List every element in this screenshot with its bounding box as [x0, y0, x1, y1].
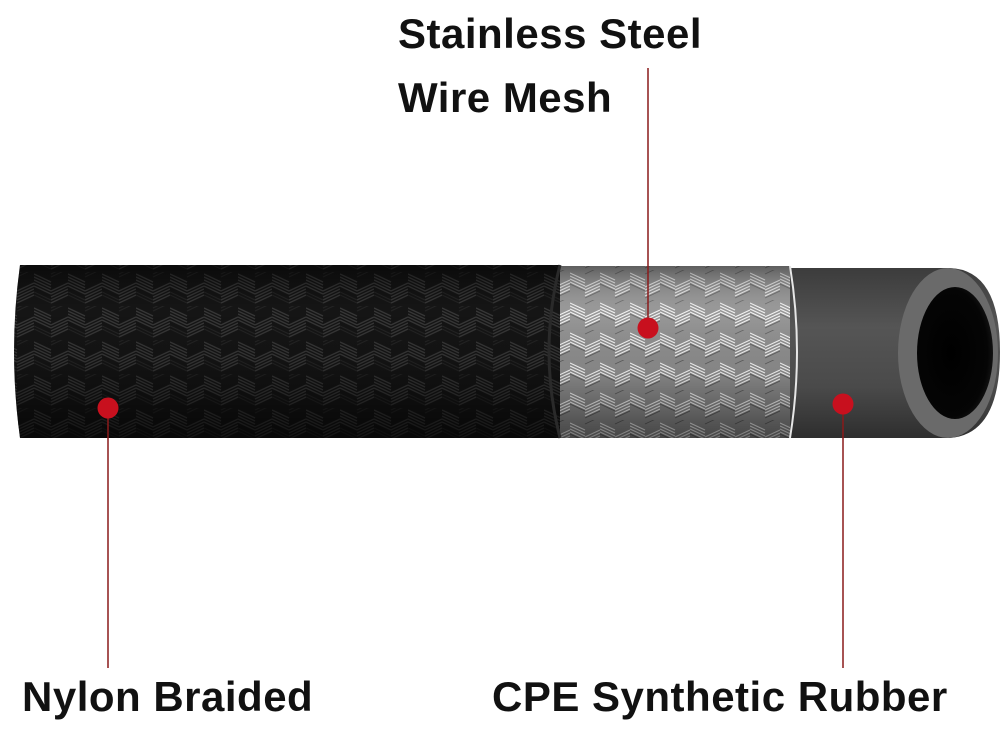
nylon-braid-layer [0, 260, 570, 445]
cpe-rubber-label: CPE Synthetic Rubber [492, 676, 948, 718]
steel-callout-dot [638, 318, 659, 339]
stainless-steel-label-line1: Stainless Steel [398, 2, 702, 66]
nylon-callout-dot [98, 398, 119, 419]
rubber-callout-dot [833, 394, 854, 415]
rubber-tube-bore [917, 287, 993, 419]
stainless-steel-label-line2: Wire Mesh [398, 66, 702, 130]
nylon-braided-label: Nylon Braided [22, 676, 313, 718]
stainless-steel-label: Stainless Steel Wire Mesh [398, 2, 702, 130]
